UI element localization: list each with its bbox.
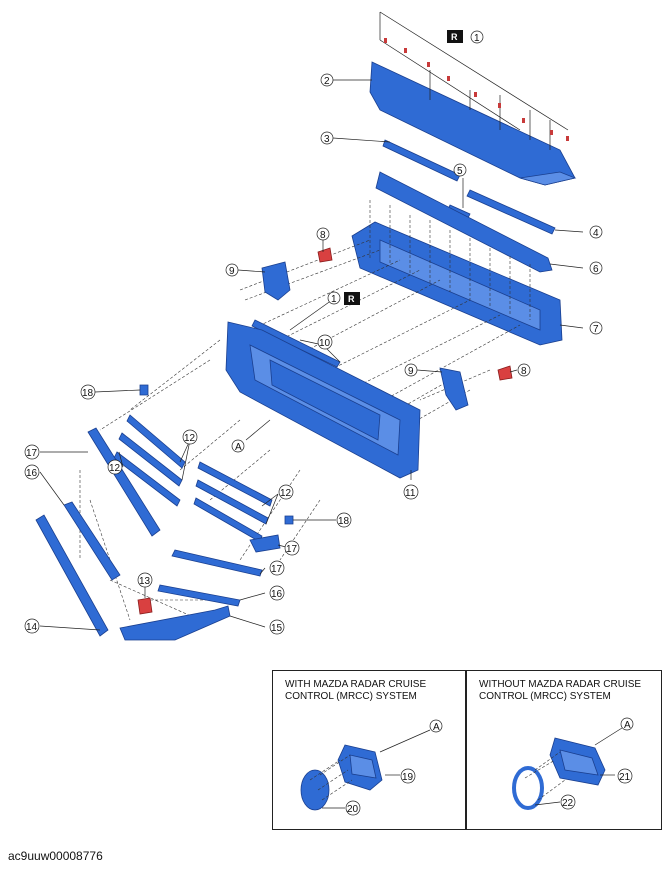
callout-17-right-upper: 17 xyxy=(284,540,300,556)
part-11-grille-base xyxy=(225,321,421,479)
inset-with-mrcc-parts xyxy=(300,729,431,811)
callout-7: 7 xyxy=(589,321,603,335)
svg-text:22: 22 xyxy=(562,798,574,809)
callout-6: 6 xyxy=(589,261,603,275)
svg-text:16: 16 xyxy=(26,468,38,479)
svg-text:12: 12 xyxy=(184,433,196,444)
svg-text:4: 4 xyxy=(593,228,599,239)
svg-text:8: 8 xyxy=(320,230,326,241)
svg-text:R: R xyxy=(451,32,458,42)
svg-text:12: 12 xyxy=(109,463,121,474)
part-16-lower-moldings xyxy=(63,501,241,607)
part-9-right-bracket xyxy=(439,367,469,411)
part-7-support-cover xyxy=(351,221,563,346)
part-3-strip xyxy=(382,139,461,182)
callout-17-right-lower: 17 xyxy=(269,560,285,576)
svg-text:R: R xyxy=(348,294,355,304)
inset-with-mrcc-title: WITH MAZDA RADAR CRUISE CONTROL (MRCC) S… xyxy=(285,679,427,702)
callout-2: 2 xyxy=(320,73,334,87)
svg-text:11: 11 xyxy=(405,488,416,499)
part-12-grille-bars xyxy=(113,414,273,543)
svg-text:10: 10 xyxy=(319,338,331,349)
svg-text:9: 9 xyxy=(408,366,414,377)
callout-10: 10 xyxy=(317,334,333,350)
callout-18-right: 18 xyxy=(336,512,352,528)
part-14-lower-left-molding xyxy=(35,514,109,637)
callout-18-top: 18 xyxy=(80,384,96,400)
svg-text:3: 3 xyxy=(324,134,330,145)
svg-text:1: 1 xyxy=(331,294,337,305)
svg-text:17: 17 xyxy=(26,448,38,459)
callout-5: 5 xyxy=(453,163,467,177)
callout-12-right-lower: 12 xyxy=(278,484,294,500)
callout-1-middle: 1 xyxy=(327,291,341,305)
svg-text:A: A xyxy=(235,442,242,453)
callout-13: 13 xyxy=(137,572,153,588)
svg-text:12: 12 xyxy=(280,488,292,499)
top-fastener-group xyxy=(379,11,569,150)
inset-without-mrcc-title: WITHOUT MAZDA RADAR CRUISE CONTROL (MRCC… xyxy=(479,679,642,702)
part-15-lower-trim xyxy=(119,605,231,641)
part-8-fasteners xyxy=(317,247,513,381)
svg-text:2: 2 xyxy=(324,76,330,87)
leader-lines xyxy=(39,79,584,631)
svg-text:19: 19 xyxy=(402,772,414,783)
svg-text:13: 13 xyxy=(139,576,151,587)
svg-text:5: 5 xyxy=(457,166,463,177)
image-code: ac9uuw00008776 xyxy=(8,849,103,863)
svg-text:A: A xyxy=(624,720,631,731)
svg-text:A: A xyxy=(433,722,440,733)
part-13-clip xyxy=(137,597,153,615)
part-6-upper-beam xyxy=(375,171,553,273)
callout-15: 15 xyxy=(269,619,285,635)
callout-17-left: 17 xyxy=(24,444,40,460)
svg-text:18: 18 xyxy=(82,388,94,399)
svg-text:14: 14 xyxy=(26,622,38,633)
callout-A-inset-with: A xyxy=(429,719,443,733)
inset-without-mrcc: WITHOUT MAZDA RADAR CRUISE CONTROL (MRCC… xyxy=(466,670,662,830)
r-badge-middle: R xyxy=(344,292,360,305)
callout-8-left: 8 xyxy=(316,227,330,241)
callout-4: 4 xyxy=(589,225,603,239)
svg-text:20: 20 xyxy=(347,804,359,815)
callout-19: 19 xyxy=(400,768,416,784)
callout-A-main: A xyxy=(231,439,245,453)
part-2-upper-shroud xyxy=(369,61,577,186)
callout-3: 3 xyxy=(320,131,334,145)
callout-9-right: 9 xyxy=(404,363,418,377)
svg-text:17: 17 xyxy=(286,544,298,555)
callout-9-left: 9 xyxy=(225,263,239,277)
callout-22: 22 xyxy=(560,794,576,810)
part-10-rod xyxy=(251,319,341,368)
inset-with-mrcc: WITH MAZDA RADAR CRUISE CONTROL (MRCC) S… xyxy=(272,670,466,830)
svg-text:6: 6 xyxy=(593,264,599,275)
callout-1-top: 1 xyxy=(470,30,484,44)
svg-text:17: 17 xyxy=(271,564,283,575)
callout-A-inset-without: A xyxy=(620,717,634,731)
part-4-seal xyxy=(466,189,556,235)
callout-8-right: 8 xyxy=(517,363,531,377)
svg-text:1: 1 xyxy=(474,33,480,44)
part-9-left-bracket xyxy=(261,261,291,301)
callout-11: 11 xyxy=(403,484,419,500)
callout-20: 20 xyxy=(345,800,361,816)
svg-text:15: 15 xyxy=(271,623,283,634)
svg-text:18: 18 xyxy=(338,516,350,527)
callout-12-right-upper: 12 xyxy=(182,429,198,445)
svg-text:7: 7 xyxy=(593,324,599,335)
callout-12-left: 12 xyxy=(107,459,123,475)
callout-16-right: 16 xyxy=(269,585,285,601)
callout-16-left: 16 xyxy=(24,464,40,480)
svg-text:21: 21 xyxy=(619,772,631,783)
svg-text:8: 8 xyxy=(521,366,527,377)
callout-21: 21 xyxy=(617,768,633,784)
r-badge-top: R xyxy=(447,30,463,43)
part-17-moldings xyxy=(87,427,281,577)
svg-text:16: 16 xyxy=(271,589,283,600)
svg-text:9: 9 xyxy=(229,266,235,277)
inset-without-mrcc-parts xyxy=(512,727,623,810)
part-18-clips xyxy=(139,384,294,525)
callout-14: 14 xyxy=(24,618,40,634)
